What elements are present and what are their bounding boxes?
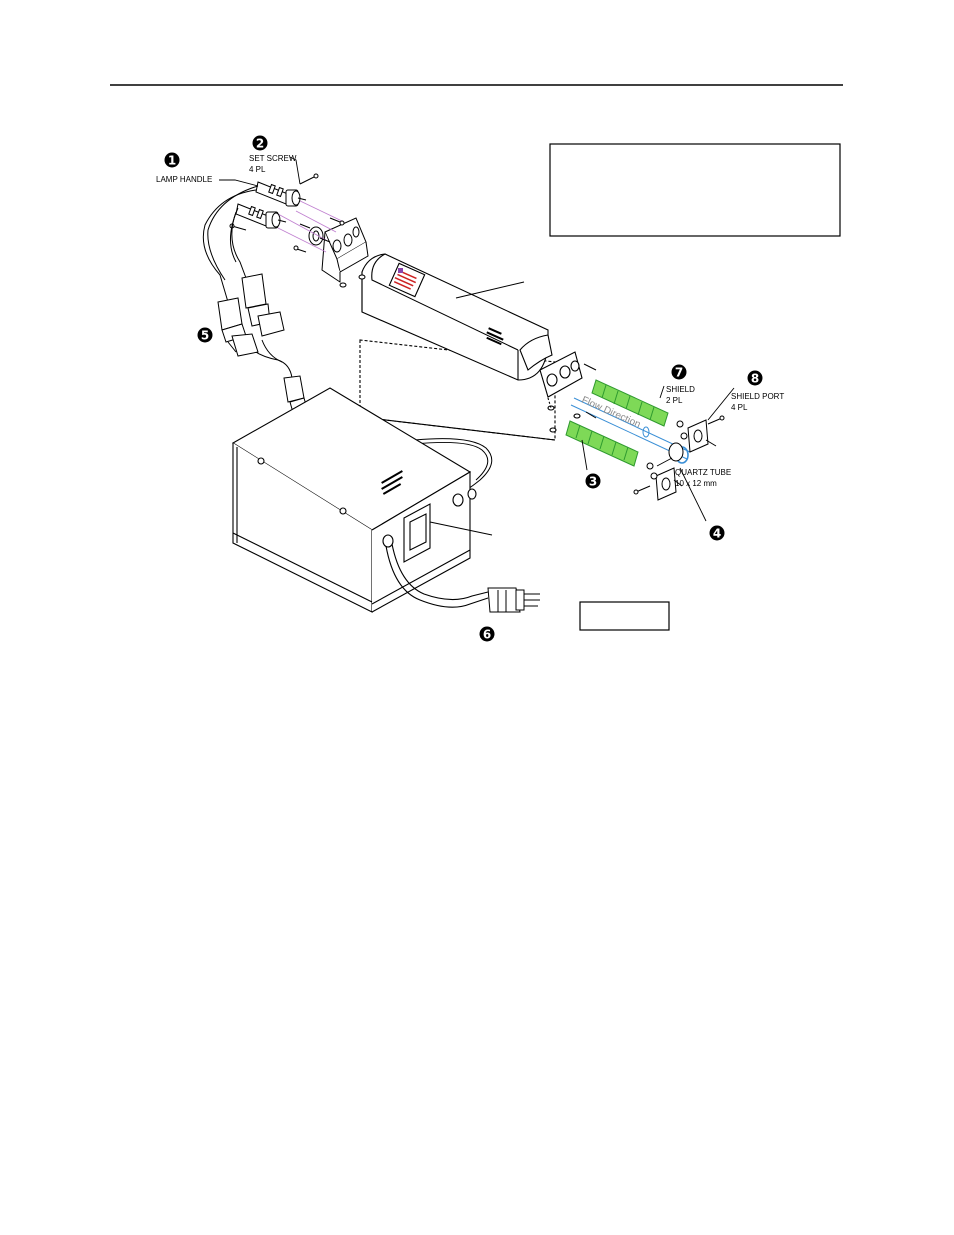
warning-label-text [393,270,417,290]
power-supply-label [381,470,403,495]
note-box [549,143,841,237]
callout-2: 2 SET SCREW 4 PL [249,135,297,174]
callout-sub: 4 PL [249,165,266,174]
callout-4: 4 QUARTZ TUBE 10 x 12 mm [675,468,731,541]
callout-number: 8 [751,372,759,386]
callout-label: LAMP HANDLE [156,175,212,184]
caption-box [579,601,670,631]
callout-7: 7 SHIELD 2 PL [666,364,695,405]
callout-badge [709,525,725,541]
callout-label: QUARTZ TUBE [675,468,731,477]
lamp-handle-upper [255,173,319,207]
callout-number: 3 [589,475,597,489]
shield-lower [565,420,639,467]
lamp-housing [359,253,583,441]
callout-1: 1 LAMP HANDLE [156,152,212,184]
callout-label: SHIELD PORT [731,392,784,401]
power-cord [385,543,489,608]
power-plug [487,587,540,613]
callout-badge [197,327,213,343]
shield-upper [591,379,669,427]
callout-number: 7 [675,366,683,380]
callout-sub: 10 x 12 mm [675,479,717,488]
housing-id-label [486,327,504,346]
callout-sub: 4 PL [731,403,748,412]
switch-leader [429,521,493,536]
callout-badge [585,473,601,489]
callout-badge [747,370,763,386]
power-supply-box [231,387,477,613]
callout-label: SET SCREW [249,154,297,163]
callout-badge [164,152,180,168]
callout-8: 8 SHIELD PORT 4 PL [731,370,784,412]
callout-number: 6 [483,628,491,642]
callout-6: 6 [479,626,495,642]
end-cap-assembly [277,198,369,288]
callout-3: 3 [585,473,601,489]
callout-badge [252,135,268,151]
callout-number: 5 [201,329,209,343]
callout-label: SHIELD [666,385,695,394]
callout-leaders [219,156,735,522]
callout-5: 5 [197,327,213,343]
shield-ports [583,363,725,501]
callout-sub: 2 PL [666,396,683,405]
housing-leader [455,281,525,299]
callout-badge [671,364,687,380]
lamp-handle-lower [229,203,287,231]
callout-number: 2 [256,137,264,151]
callout-badge [479,626,495,642]
callout-number: 1 [168,154,176,168]
callout-number: 4 [713,527,721,541]
